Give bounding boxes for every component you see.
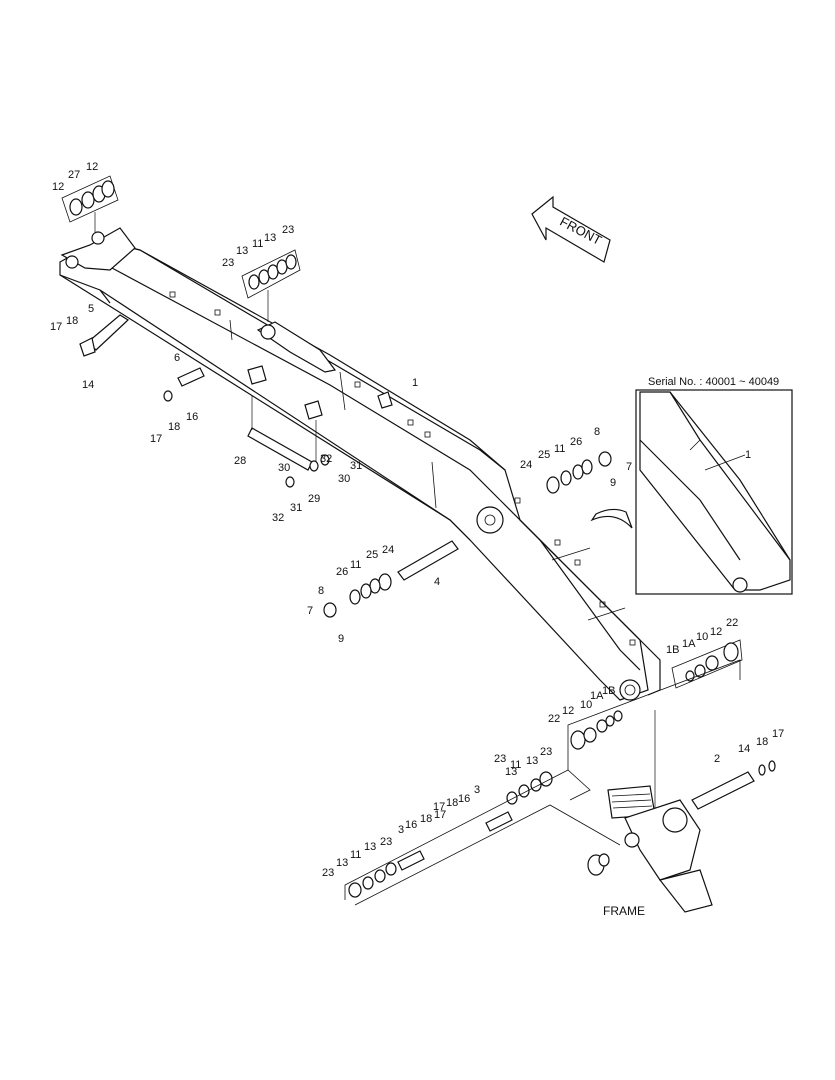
part-callout: 9: [610, 477, 616, 489]
part-callout: 12: [710, 626, 722, 638]
part-callout: 28: [234, 455, 246, 467]
part-callout: 32: [272, 512, 284, 524]
part-callout: 24: [382, 544, 394, 556]
part-callout: 17: [150, 433, 162, 445]
part-callout: 17: [772, 728, 784, 740]
part-callout: 12: [562, 705, 574, 717]
part-callout: 10: [696, 631, 708, 643]
part-callout: 25: [366, 549, 378, 561]
part-callout: 7: [626, 461, 632, 473]
part-callout: 17: [434, 809, 446, 821]
part-callout: 29: [308, 493, 320, 505]
part-callout: 8: [318, 585, 324, 597]
part-callout: 16: [186, 411, 198, 423]
part-callout: 16: [458, 793, 470, 805]
part-callout: 13: [336, 857, 348, 869]
serial-inset: Serial No. : 40001 ~ 40049 1: [590, 376, 793, 595]
frame-section: FRAME: [587, 785, 713, 918]
part-callout: 11: [510, 759, 521, 771]
part-callout: 25: [538, 449, 550, 461]
part-callout: 8: [594, 426, 600, 438]
part-callout: 4: [434, 576, 440, 588]
part-callout: 10: [580, 699, 592, 711]
part-callout: 11: [252, 238, 263, 250]
part-callout: 11: [554, 443, 565, 455]
inset-callout: 1: [745, 449, 751, 461]
part-callout: 18: [168, 421, 180, 433]
part-callout: 26: [336, 566, 348, 578]
serial-label: Serial No. : 40001 ~ 40049: [648, 376, 779, 388]
part-callout: 30: [338, 473, 350, 485]
part-callout: 23: [380, 836, 392, 848]
part-callout: 13: [264, 232, 276, 244]
part-callout: 18: [756, 736, 768, 748]
part-callout: 23: [322, 867, 334, 879]
part-callout: 6: [174, 352, 180, 364]
part-callout: 14: [82, 379, 94, 391]
part-callout: 23: [222, 257, 234, 269]
part-callout: 1B: [602, 685, 615, 697]
part-callout: 12: [86, 161, 98, 173]
part-callout: 7: [307, 605, 313, 617]
part-callout: 30: [278, 462, 290, 474]
part-callout: 23: [282, 224, 294, 236]
part-callout: 23: [494, 753, 506, 765]
part-callout: 17: [50, 321, 62, 333]
part-callout: 13: [526, 755, 538, 767]
part-callout: 17: [433, 801, 445, 813]
part-callout: 18: [420, 813, 432, 825]
part-callout: 31: [290, 502, 302, 514]
part-callout: 14: [738, 743, 750, 755]
part-callout: 13: [364, 841, 376, 853]
part-callout: 18: [446, 797, 458, 809]
part-callout: 1B: [666, 644, 679, 656]
frame-label: FRAME: [603, 904, 645, 918]
part-callout: 1A: [590, 690, 604, 702]
part-callout: 12: [52, 181, 64, 193]
part-callout: 9: [338, 633, 344, 645]
part-callout: 1A: [682, 638, 696, 650]
part-callout: 13: [505, 766, 517, 778]
part-callout: 31: [350, 460, 362, 472]
part-callout: 24: [520, 459, 532, 471]
part-callout: 5: [88, 303, 94, 315]
part-callout: 27: [68, 169, 80, 181]
part-callout: 22: [548, 713, 560, 725]
part-callout: 32: [320, 453, 332, 465]
front-arrow: FRONT: [531, 195, 611, 263]
part-callout: 2: [714, 753, 720, 765]
part-callout: 3: [398, 824, 404, 836]
part-callout: 26: [570, 436, 582, 448]
part-callout: 11: [350, 559, 361, 571]
part-callout: 16: [405, 819, 417, 831]
part-callout: 23: [540, 746, 552, 758]
boom-assembly: [59, 227, 661, 701]
part-callout: 11: [350, 849, 361, 861]
exploded-parts: [61, 175, 776, 906]
part-callout: 13: [236, 245, 248, 257]
part-callout: 18: [66, 315, 78, 327]
part-callout: 22: [726, 617, 738, 629]
part-callout: 1: [412, 377, 418, 389]
part-callout: 3: [474, 784, 480, 796]
